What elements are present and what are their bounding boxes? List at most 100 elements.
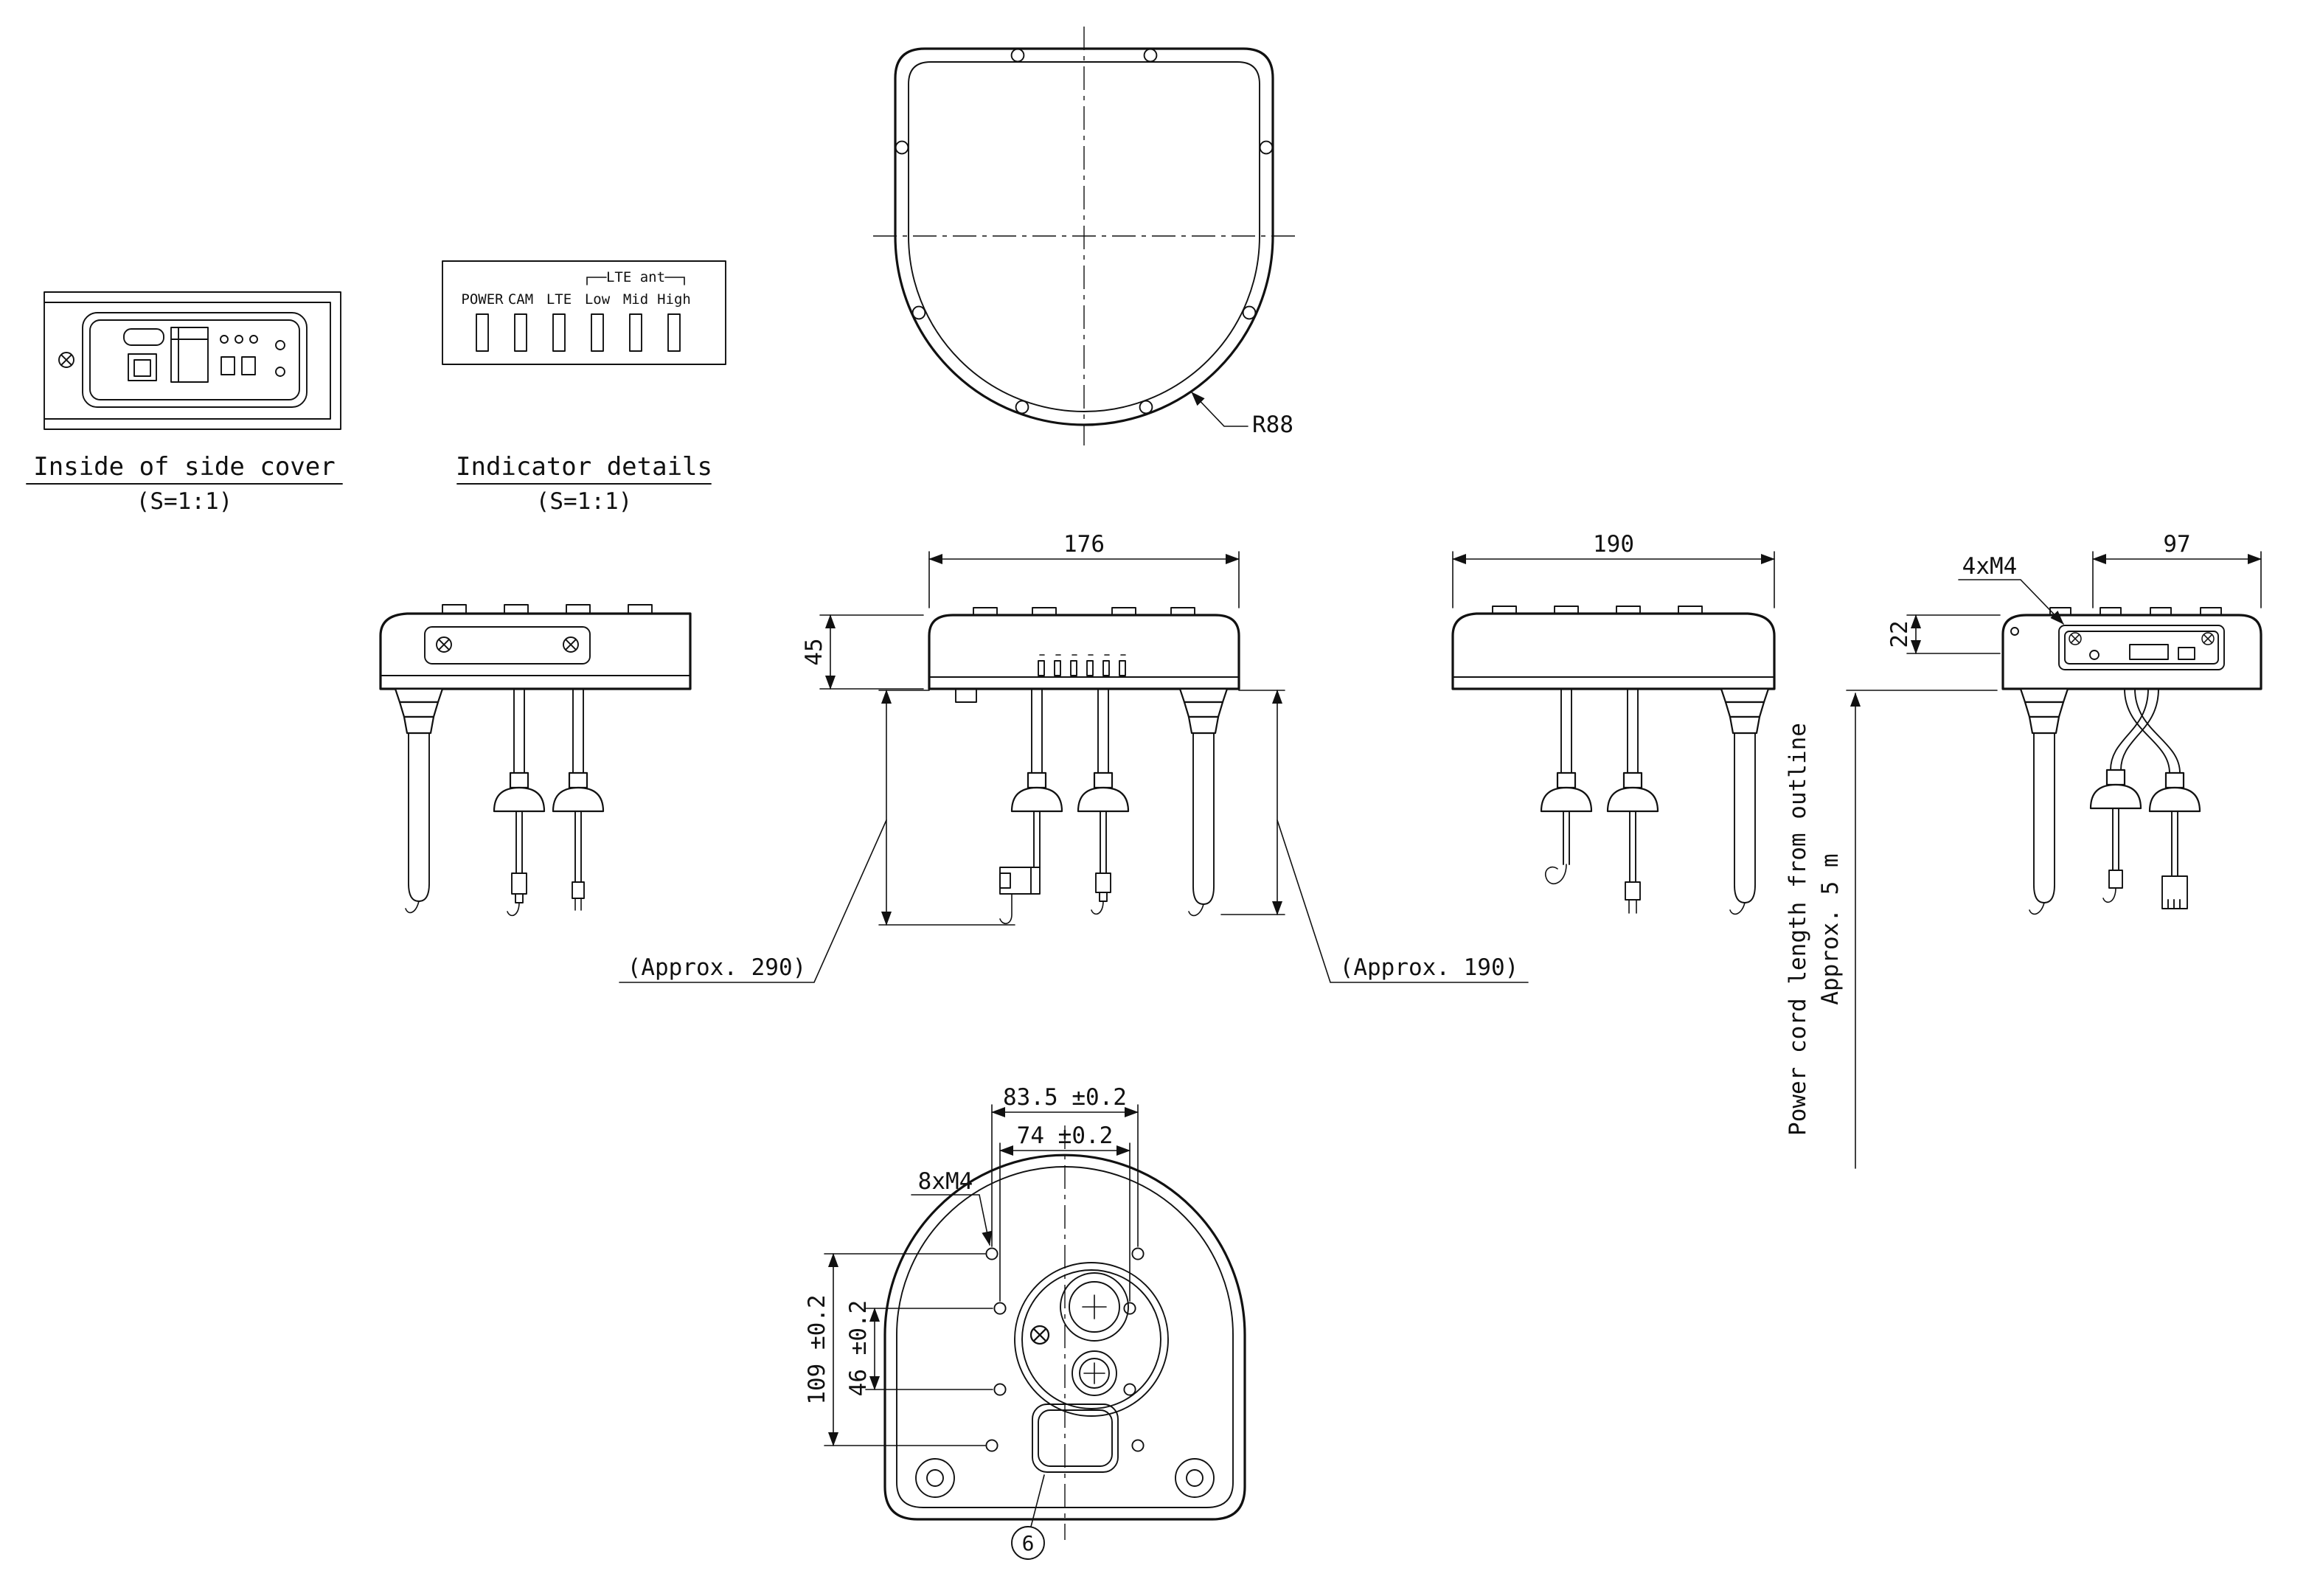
reset-switch xyxy=(128,353,157,381)
connector-pins xyxy=(2167,899,2181,909)
rim-screws xyxy=(895,48,1274,414)
cable-tail xyxy=(999,893,1013,924)
extension-lines xyxy=(1220,690,1285,915)
top-outline-inner xyxy=(908,61,1260,412)
screw-icon xyxy=(1029,1325,1050,1345)
cable-thin xyxy=(1563,811,1570,865)
screw-icon xyxy=(563,636,579,653)
view-indicator-details: LTE ant POWER CAM LTE Low Mid High Indic… xyxy=(442,260,726,515)
connector-tip xyxy=(1099,892,1108,902)
roof-ribs xyxy=(2049,607,2222,616)
lan-connector xyxy=(999,867,1041,895)
radius-leader xyxy=(1191,392,1248,427)
port-cutout xyxy=(2178,647,2195,660)
dim-46: 46 ±0.2 xyxy=(845,1300,872,1397)
connector xyxy=(511,872,527,895)
dim-height-45: 45 xyxy=(801,638,827,665)
screw-icon xyxy=(436,636,452,653)
power-cable xyxy=(1192,732,1215,905)
leader xyxy=(911,1194,993,1246)
body-outline xyxy=(2001,614,2262,690)
indicator-title: Indicator details xyxy=(456,452,712,482)
bottom-tab xyxy=(955,688,977,703)
connector xyxy=(1095,872,1111,893)
bottom-outline-inner xyxy=(896,1166,1234,1508)
screw-icon xyxy=(2069,632,2082,645)
center-mark xyxy=(1083,1362,1105,1384)
connector xyxy=(572,881,585,899)
body-outline xyxy=(928,614,1240,690)
extension-lines xyxy=(2092,551,2262,608)
connector xyxy=(1625,881,1641,901)
cable-thin xyxy=(1100,811,1107,874)
cable xyxy=(1560,688,1572,774)
cable-tail xyxy=(2102,887,2116,903)
reset-switch-inner xyxy=(133,359,151,377)
dim-approx-190: (Approx. 190) xyxy=(1340,954,1519,981)
extension-lines xyxy=(878,690,1015,926)
extension-lines xyxy=(819,614,924,690)
cable-gland xyxy=(394,687,444,735)
view-rear: 97 4xM4 22 Power cord length from outlin… xyxy=(1785,531,2262,1169)
leader xyxy=(1030,1474,1045,1527)
dim-109: 109 ±0.2 xyxy=(804,1294,830,1404)
side-cover-panel-inner xyxy=(89,319,300,400)
power-cord-note: Power cord length from outline xyxy=(1785,723,1811,1136)
pedestal-outer xyxy=(1014,1262,1169,1417)
radius-callout: R88 xyxy=(1252,412,1293,438)
lte-bracket xyxy=(586,277,685,285)
grommet xyxy=(1606,771,1659,813)
gland-hole-small xyxy=(1072,1350,1117,1396)
view-side-right: 190 xyxy=(1451,531,1776,915)
view-side-left xyxy=(379,604,692,917)
dim-depth-190: 190 xyxy=(1593,531,1634,558)
extension-lines xyxy=(1906,614,2001,654)
view-front: 176 45 (Approx. 290) xyxy=(619,531,1529,983)
power-cable xyxy=(2033,732,2055,903)
connector-pins xyxy=(1628,899,1637,914)
roof-ribs xyxy=(442,604,653,614)
cable-thin xyxy=(574,811,582,883)
detail-callout-balloon xyxy=(1011,1526,1045,1560)
mount-foot-hole xyxy=(926,1469,944,1487)
connector-tip xyxy=(515,893,524,903)
cable-thin xyxy=(1033,811,1041,868)
dim-83-5: 83.5 ±0.2 xyxy=(1003,1084,1127,1111)
cable-tail xyxy=(2029,902,2045,915)
power-cable xyxy=(1734,732,1756,903)
body-outline xyxy=(379,612,692,690)
grommet xyxy=(552,771,605,813)
front-indicator-windows xyxy=(1038,660,1126,676)
connector-pins xyxy=(574,898,582,911)
connector xyxy=(2108,870,2123,889)
cable-crossing xyxy=(2124,688,2181,774)
wire-loop xyxy=(1544,864,1567,884)
cable xyxy=(1097,688,1109,774)
grommet xyxy=(1010,771,1063,813)
cable xyxy=(572,688,584,774)
view-top: R88 xyxy=(873,27,1295,445)
center-mark xyxy=(1082,1294,1107,1319)
cable-thin xyxy=(2171,811,2178,877)
connector-panel xyxy=(2058,625,2225,670)
screw-callout-8xM4: 8xM4 xyxy=(918,1168,973,1195)
cable-thin xyxy=(1629,811,1636,883)
dim-width-97: 97 xyxy=(2163,531,2190,558)
cable-gland xyxy=(1720,687,1770,735)
indicator-label-high: High xyxy=(657,291,691,308)
centerlines xyxy=(873,27,1295,445)
side-cover-title: Inside of side cover xyxy=(33,452,335,482)
mounting-holes-8xM4 xyxy=(985,1247,1145,1452)
power-cable xyxy=(408,732,430,902)
cable xyxy=(1031,688,1043,774)
base-plate xyxy=(1032,1404,1119,1473)
cable-crossing xyxy=(2110,688,2159,771)
cable-thin xyxy=(515,811,523,874)
grommet xyxy=(2148,771,2201,813)
sim-card-slot xyxy=(170,327,209,383)
detail-callout-number: 6 xyxy=(1022,1531,1035,1555)
power-cord-note-length: Approx. 5 m xyxy=(1817,853,1844,1005)
view-inside-side-cover: Inside of side cover (S=1:1) xyxy=(26,291,343,515)
cable-tail xyxy=(1188,903,1204,917)
